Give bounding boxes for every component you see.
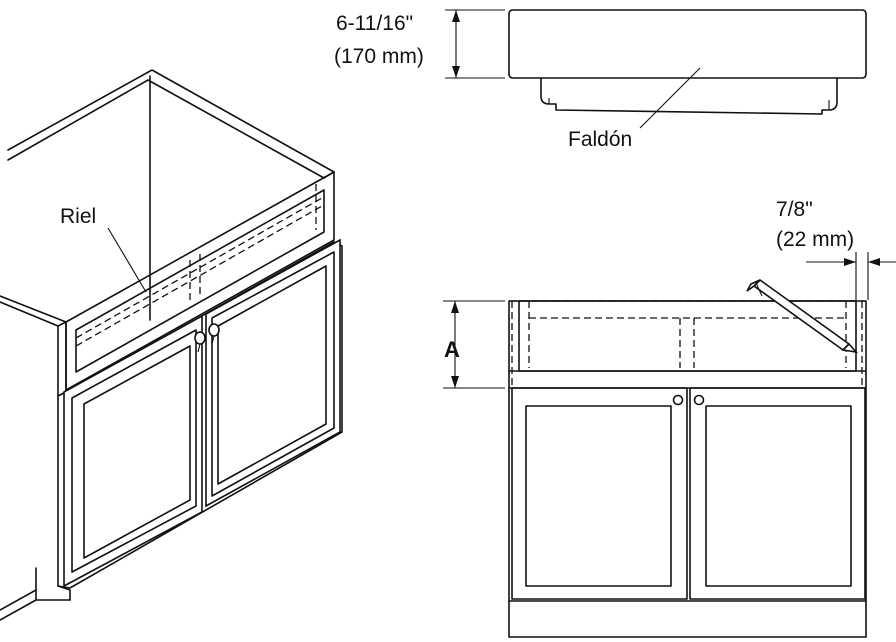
offset-metric-label: (22 mm) <box>776 228 854 251</box>
offset-arrow-left <box>844 258 856 266</box>
apron-height-metric-label: (170 mm) <box>334 45 424 68</box>
right-door-panel <box>217 265 327 485</box>
elevation-left-door <box>511 387 688 600</box>
arrow-up <box>452 10 460 22</box>
apron-leader <box>639 67 701 129</box>
sink-apron-skirt <box>540 77 838 115</box>
knob-right <box>208 323 220 345</box>
toe-kick <box>0 567 37 621</box>
apron-height-imperial-label: 6-11/16" <box>336 12 413 35</box>
elevation-knob-right <box>693 394 705 406</box>
offset-imperial-label: 7/8" <box>776 198 813 221</box>
dimension-a-label: A <box>444 337 460 362</box>
arrow-down <box>452 66 460 78</box>
elevation-left-door-panel <box>525 405 672 587</box>
knob-left <box>194 331 206 353</box>
sink-body <box>508 9 867 79</box>
elevation-knob-left <box>672 394 684 406</box>
left-door-panel <box>83 345 191 559</box>
rail-label: Riel <box>60 205 96 228</box>
offset-arrow-right <box>868 258 880 266</box>
elevation-right-door <box>689 387 866 600</box>
sink-apron-view: 6-11/16" (170 mm) Faldón <box>334 9 867 151</box>
cabinet-top-back-edge <box>7 69 335 173</box>
apron-label: Faldón <box>568 128 632 151</box>
front-elevation: A 7/8" (22 mm) <box>443 198 896 638</box>
elevation-right-door-panel <box>705 405 852 587</box>
right-door <box>205 238 341 508</box>
rail-leader <box>107 227 147 293</box>
rail-dashed-top <box>75 197 323 339</box>
isometric-cabinet: Riel <box>0 69 343 621</box>
pencil-icon <box>746 278 859 354</box>
